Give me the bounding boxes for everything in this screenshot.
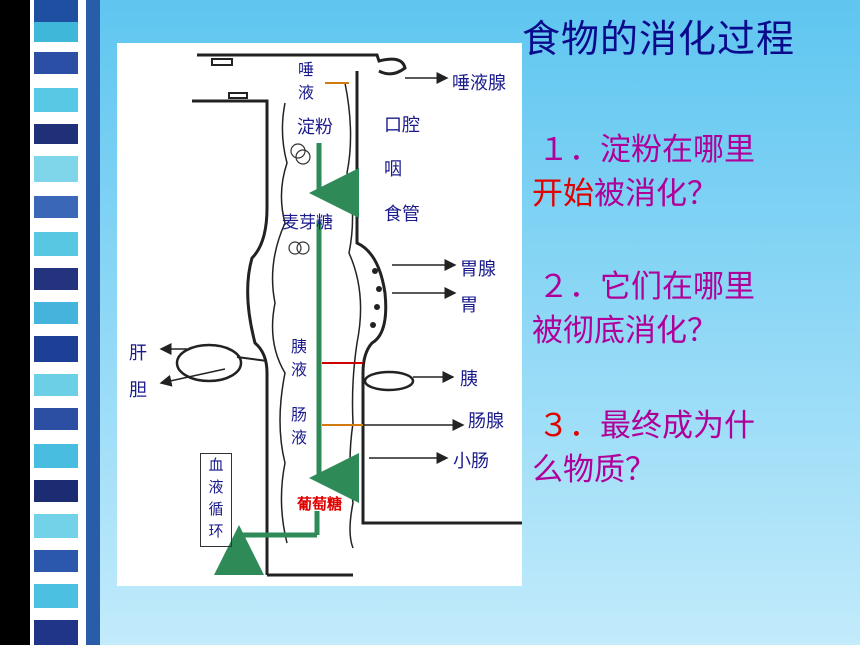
liver-label: 肝 xyxy=(129,343,147,364)
pancreas-shape xyxy=(363,370,415,392)
glucose-label: 葡萄糖 xyxy=(297,495,343,513)
question-3-number: ３． xyxy=(538,408,600,444)
intestinal-gland-label: 肠腺 xyxy=(468,411,504,432)
question-1-highlight: 开始 xyxy=(532,176,594,212)
mouth-outline xyxy=(197,53,407,76)
gastric-gland-label: 胃腺 xyxy=(460,259,496,280)
question-3-line1: ３．最终成为什 xyxy=(538,408,755,444)
digestive-tract-drawing xyxy=(159,53,522,577)
pancreas-label: 胰 xyxy=(460,369,478,390)
page-title: 食物的消化过程 xyxy=(522,17,796,61)
question-3-line2: 么物质？ xyxy=(532,452,656,488)
question-1-number: １． xyxy=(538,132,600,168)
gallbladder-label: 胆 xyxy=(129,380,147,401)
question-1-line2: 开始被消化？ xyxy=(532,176,718,212)
maltose-label: 麦芽糖 xyxy=(282,213,333,233)
question-1-line1: １．淀粉在哪里 xyxy=(538,132,755,168)
mouth-label: 口腔 xyxy=(384,115,420,136)
liver-shape xyxy=(175,343,243,383)
pharynx-label: 咽 xyxy=(384,159,402,180)
esophagus-label: 食管 xyxy=(384,204,420,225)
starch-label: 淀粉 xyxy=(297,117,333,138)
salivary-gland-label: 唾液腺 xyxy=(452,73,506,94)
small-intestine-label: 小肠 xyxy=(453,451,489,472)
tract-left-wall xyxy=(246,207,269,523)
pancreatic-juice-label: 胰液 xyxy=(290,337,307,379)
tract-right-wall xyxy=(355,71,522,525)
stomach-label: 胃 xyxy=(460,295,478,316)
question-2-number: ２． xyxy=(538,269,600,305)
accent-bar xyxy=(86,0,100,645)
question-2-line2: 被彻底消化？ xyxy=(532,313,718,349)
question-2-line1: ２．它们在哪里 xyxy=(538,269,755,305)
intestinal-juice-label: 肠液 xyxy=(290,405,307,447)
saliva-label: 唾液 xyxy=(297,60,314,102)
digestive-system-diagram: 唾液 淀粉 麦芽糖 胰液 肠液 葡萄糖 血液循环 唾液腺 口腔 咽 食管 胃腺 … xyxy=(117,43,522,586)
blood-circulation-box: 血液循环 xyxy=(200,453,232,547)
decorative-stripe xyxy=(0,0,100,645)
blood-circulation-label: 血液循环 xyxy=(208,456,224,540)
